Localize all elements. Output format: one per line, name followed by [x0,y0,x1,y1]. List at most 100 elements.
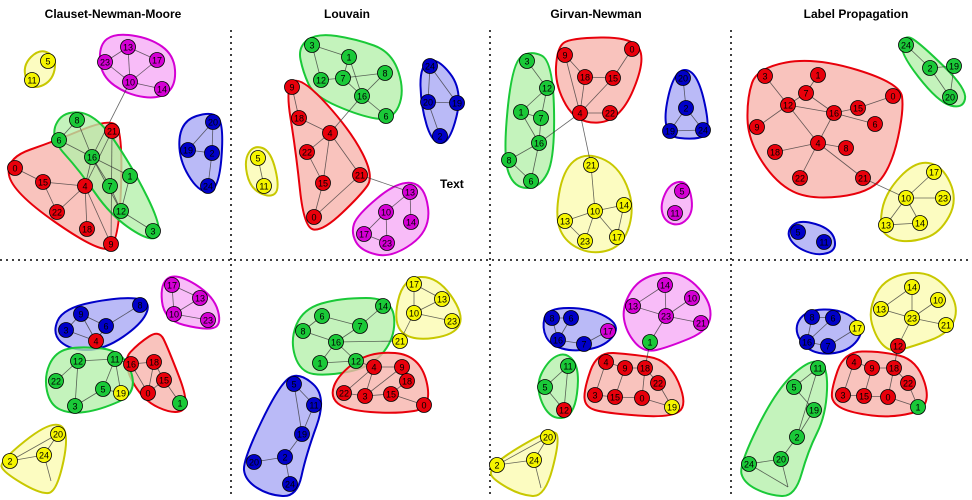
node-label: 3 [840,391,845,401]
node-12: 12 [890,338,906,354]
node-1: 1 [312,355,328,371]
node-14: 14 [375,298,391,314]
node-circle [294,426,310,442]
node-circle [434,291,450,307]
node-label: 21 [696,319,706,329]
node-0: 0 [624,41,640,57]
node-circle [838,140,854,156]
node-label: 16 [802,338,812,348]
node-circle [394,359,410,375]
node-circle [537,379,553,395]
node-label: 3 [309,41,314,51]
node-circle [810,67,826,83]
node-label: 23 [938,194,948,204]
node-10: 10 [406,305,422,321]
node-circle [145,223,161,239]
node-circle [420,94,436,110]
node-label: 19 [667,403,677,413]
node-circle [749,119,765,135]
node-circle [938,317,954,333]
node-label: 5 [795,228,800,238]
node-label: 13 [881,221,891,231]
node-label: 2 [7,457,12,467]
node-circle [314,308,330,324]
node-19: 19 [449,95,465,111]
node-label: 3 [362,392,367,402]
node-label: 19 [183,146,193,156]
node-circle [392,333,408,349]
node-circle [291,110,307,126]
node-2: 2 [277,449,293,465]
node-circle [806,402,822,418]
node-label: 6 [528,177,533,187]
node-12: 12 [313,72,329,88]
node-label: 15 [38,178,48,188]
node-circle [406,305,422,321]
node-label: 20 [53,430,63,440]
node-4: 4 [88,333,104,349]
node-9: 9 [394,359,410,375]
node-label: 22 [795,174,805,184]
node-circle [757,68,773,84]
node-circle [35,174,51,190]
node-circle [84,149,100,165]
node-label: 2 [927,64,932,74]
node-circle [789,429,805,445]
node-label: 13 [437,295,447,305]
node-label: 2 [683,104,688,114]
node-circle [140,385,156,401]
node-9: 9 [103,236,119,252]
node-circle [922,60,938,76]
node-circle [416,397,432,413]
node-circle [650,375,666,391]
node-circle [600,323,616,339]
node-circle [192,290,208,306]
node-16: 16 [354,88,370,104]
node-1: 1 [513,104,529,120]
node-label: 7 [357,322,362,332]
node-circle [878,217,894,233]
node-14: 14 [904,279,920,295]
node-label: 20 [249,458,259,468]
node-circle [352,318,368,334]
node-label: 24 [425,62,435,72]
node-circle [513,104,529,120]
node-circle [313,72,329,88]
node-7: 7 [798,85,814,101]
node-circle [825,310,841,326]
node-6: 6 [51,132,67,148]
node-10: 10 [684,290,700,306]
node-1: 1 [172,395,188,411]
node-circle [250,150,266,166]
node-label: 2 [282,453,287,463]
node-3: 3 [67,398,83,414]
node-circle [122,74,138,90]
node-label: 20 [776,455,786,465]
node-label: 1 [518,108,523,118]
node-label: 9 [399,363,404,373]
node-circle [200,312,216,328]
node-22: 22 [650,375,666,391]
node-circle [154,81,170,97]
node-circle [49,204,65,220]
node-label: 8 [300,327,305,337]
node-13: 13 [557,213,573,229]
node-8: 8 [69,112,85,128]
node-label: 18 [294,114,304,124]
title-label-propagation: Label Propagation [803,7,909,21]
node-label: 19 [949,62,959,72]
node-label: 2 [209,149,214,159]
node-circle [798,85,814,101]
node-circle [95,381,111,397]
node-circle [634,390,650,406]
node-circle [605,70,621,86]
node-label: 13 [628,302,638,312]
node-label: 16 [87,153,97,163]
graph-edge [9,433,59,462]
node-label: 17 [852,324,862,334]
node-9: 9 [617,360,633,376]
community-hull-blue [242,374,322,498]
node-label: 23 [907,314,917,324]
